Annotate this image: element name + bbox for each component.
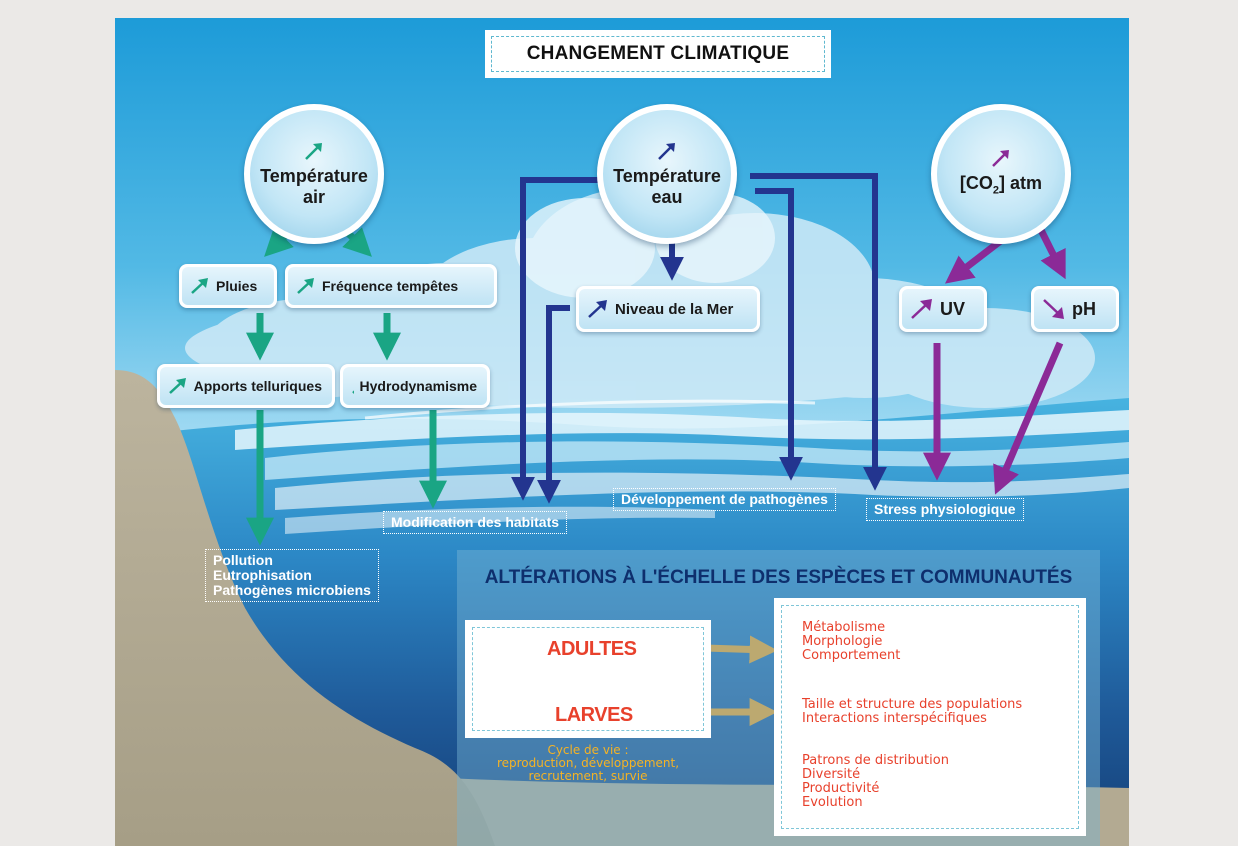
life-cycle-caption: Cycle de vie : reproduction, développeme…	[458, 744, 718, 783]
effect-evolution: Evolution	[802, 795, 863, 810]
outcome-pollution-line-1: Pollution	[213, 552, 273, 568]
arrow-eau-to-pathogenes	[755, 188, 803, 481]
life-cycle-line-2: reproduction, développement,	[496, 756, 680, 770]
water-label-1: Température	[613, 166, 721, 186]
box-uv: UV	[899, 286, 987, 332]
box-ph: pH	[1031, 286, 1119, 332]
effect-taille-structure: Taille et structure des populations	[802, 697, 1023, 712]
air-label-2: air	[302, 187, 325, 207]
life-cycle-card: ADULTES LARVES	[465, 620, 711, 738]
uv-label: UV	[940, 298, 966, 319]
effects-group-3: Patrons de distribution Diversité Produc…	[802, 754, 949, 810]
arrow-down-right-icon	[1043, 299, 1064, 319]
co2-prefix: [CO	[959, 172, 993, 193]
niveau-label: Niveau de la Mer	[615, 300, 734, 318]
outcome-stress: Stress physiologique	[866, 498, 1024, 521]
arrow-up-right-icon	[658, 143, 675, 160]
co2-suffix: ] atm	[999, 172, 1043, 193]
hydro-label: Hydrodynamisme	[359, 378, 477, 394]
box-niveau-de-la-mer: Niveau de la Mer	[576, 286, 760, 332]
arrow-up-right-icon	[992, 149, 1009, 167]
effect-metabolisme: Métabolisme	[802, 620, 886, 635]
driver-co2-atm: [CO2] atm	[931, 104, 1071, 244]
arrow-up-right-icon	[169, 378, 186, 394]
arrow-niveau-to-habitats	[537, 305, 570, 504]
effect-patrons-distribution: Patrons de distribution	[802, 753, 949, 768]
adultes-label: ADULTES	[547, 638, 637, 660]
pluies-label: Pluies	[216, 278, 258, 294]
life-cycle-line-1: Cycle de vie :	[547, 743, 629, 757]
arrow-up-right-icon	[191, 278, 208, 294]
effects-group-2: Taille et structure des populations Inte…	[802, 698, 1022, 726]
arrow-up-right-icon	[911, 299, 932, 319]
arrow-eau-to-habitats	[511, 177, 600, 501]
outcome-pollution: Pollution Eutrophisation Pathogènes micr…	[205, 549, 379, 602]
co2-subscript: 2	[992, 184, 1000, 197]
ph-label: pH	[1072, 298, 1096, 319]
effect-diversite: Diversité	[802, 767, 861, 782]
outcome-pollution-line-2: Eutrophisation	[213, 567, 312, 583]
larves-label: LARVES	[555, 704, 633, 726]
apports-label: Apports telluriques	[193, 378, 322, 394]
box-pluies: Pluies	[179, 264, 277, 308]
title-dashed-frame	[491, 36, 825, 72]
life-cycle-line-3: recrutement, survie	[528, 769, 648, 783]
arrow-ph-to-stress	[993, 341, 1064, 495]
arrow-up-right-icon	[305, 143, 322, 160]
main-title: CHANGEMENT CLIMATIQUE	[526, 43, 790, 64]
water-label-2: eau	[651, 187, 683, 207]
effect-morphologie: Morphologie	[802, 634, 883, 649]
effects-dashed-frame	[781, 605, 1079, 829]
air-label-1: Température	[260, 166, 368, 186]
outcome-habitats: Modification des habitats	[383, 511, 568, 534]
outcome-pathogenes: Développement de pathogènes	[613, 488, 836, 511]
alterations-title: ALTÉRATIONS À L'ÉCHELLE DES ESPÈCES ET C…	[484, 567, 1073, 588]
effects-group-1: Métabolisme Morphologie Comportement	[802, 621, 900, 663]
box-apports-telluriques: Apports telluriques	[157, 364, 335, 408]
arrow-eau-to-stress	[750, 173, 887, 491]
outcome-pollution-line-3: Pathogènes microbiens	[213, 582, 371, 598]
effects-card: Métabolisme Morphologie Comportement Tai…	[774, 598, 1086, 836]
arrow-co2-to-ph	[1036, 226, 1066, 280]
arrow-up-right-icon	[352, 390, 354, 394]
box-frequence-tempetes: Fréquence tempêtes	[285, 264, 497, 308]
effect-productivite: Productivité	[802, 781, 880, 796]
arrow-adultes-to-effects	[704, 635, 778, 664]
arrow-up-right-icon	[588, 300, 607, 318]
life-cycle-dashed-frame	[472, 627, 704, 731]
arrow-up-right-icon	[297, 278, 314, 294]
effect-interactions: Interactions interspécifiques	[802, 711, 987, 726]
box-hydrodynamisme: Hydrodynamisme	[340, 364, 490, 408]
tempetes-label: Fréquence tempêtes	[322, 278, 459, 294]
effect-comportement: Comportement	[802, 648, 901, 663]
title-banner: CHANGEMENT CLIMATIQUE	[485, 30, 831, 78]
